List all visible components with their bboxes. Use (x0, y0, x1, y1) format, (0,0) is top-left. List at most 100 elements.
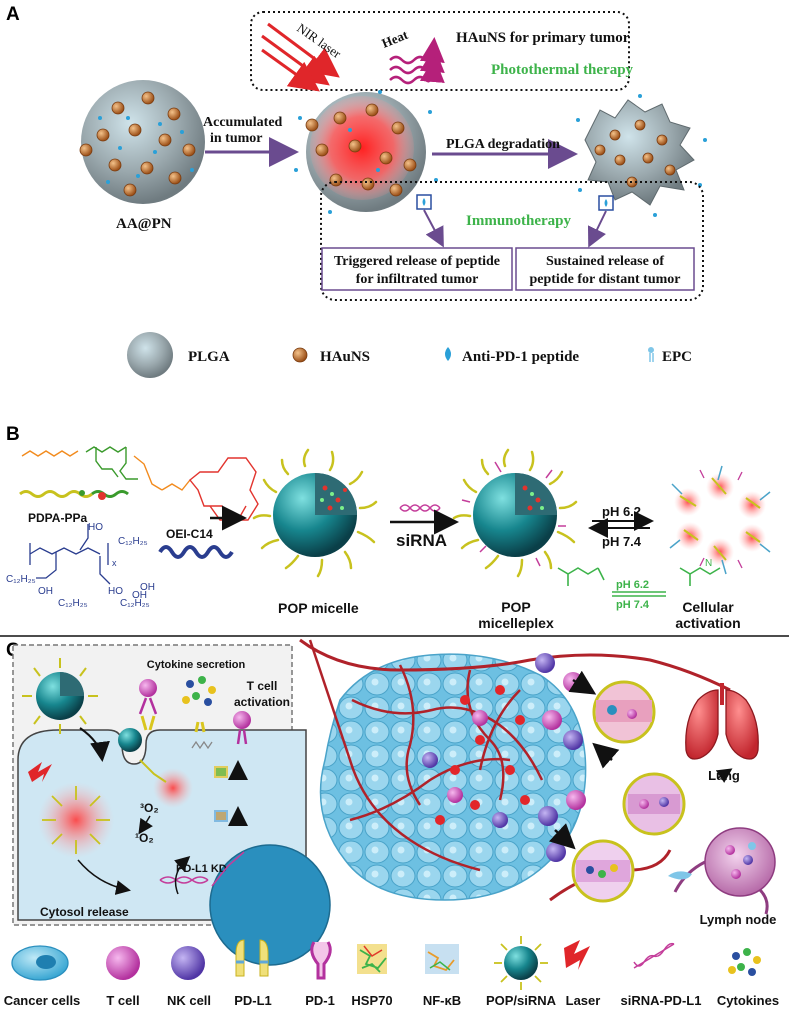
endosome-particle (118, 728, 142, 752)
pdl1-kd-label: PD-L1 KD (176, 863, 227, 875)
ph-top-label: pH 6.2 (602, 504, 641, 519)
lymph-node-label: Lymph node (700, 912, 777, 927)
legend-pop-sirna: POP/siRNA (486, 993, 557, 1008)
hsp70-icon (357, 944, 387, 974)
zoom-circle-lung (592, 680, 656, 744)
immunotherapy-label: Immunotherapy (466, 213, 572, 229)
inset-nfkb-icon (214, 810, 228, 822)
photothermal-box (250, 11, 630, 91)
inset-micelleplex-icon (22, 658, 98, 734)
ph-bottom-label: pH 7.4 (602, 534, 642, 549)
laser-legend-icon (564, 940, 590, 970)
cytokines-icon (182, 676, 216, 706)
lung-label: Lung (708, 768, 740, 783)
sustained-line1: Sustained release of (546, 254, 664, 269)
inset-t-cell (139, 679, 157, 697)
aa-pn-particle (79, 80, 205, 204)
panel-c-legend: Cancer cells T cell NK cell PD-L1 PD-1 H… (4, 936, 779, 1008)
zoom-circle-tumor (622, 772, 686, 836)
inset-t-cell-2 (233, 711, 251, 729)
sirna-pd-l1-icon (633, 942, 675, 969)
cytosol-release-label: Cytosol release (40, 905, 129, 919)
inset-hsp70-icon (214, 766, 228, 778)
inset-sirna-1 (159, 876, 209, 884)
accumulated-line2: in tumor (210, 131, 263, 146)
secretion-wave (191, 740, 213, 750)
tumor-mass (308, 639, 587, 901)
heated-micelle-icon (42, 786, 110, 854)
hauns-legend-icon (292, 347, 308, 363)
panel-c: C Cytokine secretion T cell activation (4, 638, 779, 1008)
triggered-release-box (321, 247, 513, 291)
inset-sirna-2 (211, 851, 245, 887)
legend-hauns: HAuNS (320, 349, 370, 365)
legend-laser: Laser (566, 993, 601, 1008)
oei-c14-structure (29, 524, 111, 585)
legend-epc: EPC (662, 349, 692, 365)
lymph-node-icon (668, 827, 776, 915)
triggered-line1: Triggered release of peptide (334, 254, 500, 269)
legend-nf-kb: NF-κB (423, 993, 461, 1008)
released-glow (153, 768, 193, 808)
ph-top-green: pH 6.2 (616, 579, 649, 591)
triggered-line2: for infiltrated tumor (356, 272, 479, 287)
tcell-activation-line1: T cell (247, 679, 278, 693)
oei-ho1: HO (88, 522, 103, 533)
panel-a-letter: A (6, 4, 20, 25)
heat-label: Heat (380, 27, 411, 51)
cytokines-legend-icon (728, 948, 761, 976)
uptake-arrow (79, 727, 110, 762)
blood-vessel-top (299, 638, 731, 692)
pd-l1-icon (235, 939, 269, 977)
cellular-line1: Cellular (682, 599, 734, 615)
oei-ho2: HO (108, 586, 123, 597)
zoom-circle-node (571, 839, 635, 903)
hauns-primary-label: HAuNS for primary tumor (456, 30, 630, 46)
pop-micelleplex-icon (452, 448, 578, 578)
sustained-release-box (515, 247, 695, 291)
nf-kb-icon (425, 944, 459, 974)
legend-cytokines: Cytokines (717, 993, 779, 1008)
oei-x: x (112, 558, 117, 568)
photothermal-label: Photothermal therapy (491, 62, 634, 78)
peptide-legend-icon (445, 347, 451, 361)
o2-singlet: ¹O₂ (135, 831, 154, 845)
oei-oh1: OH (38, 586, 53, 597)
cytokine-secretion-label: Cytokine secretion (147, 659, 246, 671)
nir-laser-icon (261, 22, 340, 92)
inset-pdl1 (140, 715, 156, 731)
inset-pd1 (138, 697, 158, 715)
pop-micelle-icon (252, 448, 378, 578)
pdpa-ppa-structure (21, 446, 259, 521)
o2-triplet: ³O₂ (140, 801, 159, 815)
oei-c14-coil-icon (158, 545, 234, 559)
panel-b-letter: B (6, 424, 20, 445)
pdpa-ppa-label: PDPA-PPa (28, 511, 87, 525)
oei-c12-left: C₁₂H₂₅ (6, 574, 36, 585)
sirna-helix-icon (399, 504, 441, 512)
pop-micelle-label: POP micelle (278, 600, 359, 616)
oei-c12-bottom2: C₁₂H₂₅ (120, 598, 150, 609)
tcell-activation-line2: activation (234, 695, 290, 709)
epc-legend-icon (648, 347, 654, 362)
t-cell-icon (106, 946, 140, 980)
oei-oh2: OH (140, 582, 155, 593)
plga-degradation-label: PLGA degradation (446, 137, 560, 152)
laser-icon (28, 762, 52, 782)
pd-1-icon (310, 941, 332, 980)
legend-cancer-cells: Cancer cells (4, 993, 81, 1008)
legend-sirna-pd-l1: siRNA-PD-L1 (621, 993, 702, 1008)
heat-icon (389, 37, 445, 85)
oei-c12-bottom: C₁₂H₂₅ (58, 598, 88, 609)
legend-pd-l1: PD-L1 (234, 993, 272, 1008)
panel-a: A NIR laser Heat HAuNS for primary tumor… (6, 4, 707, 378)
ph-bottom-green: pH 7.4 (616, 599, 650, 611)
amine-structure (557, 567, 721, 586)
aa-pn-label: AA@PN (116, 216, 172, 232)
tumor-t-cells (422, 710, 508, 828)
legend-t-cell: T cell (106, 993, 139, 1008)
micelleplex-line2: micelleplex (478, 615, 554, 631)
plga-legend-icon (127, 332, 173, 378)
pop-sirna-icon (494, 936, 548, 990)
